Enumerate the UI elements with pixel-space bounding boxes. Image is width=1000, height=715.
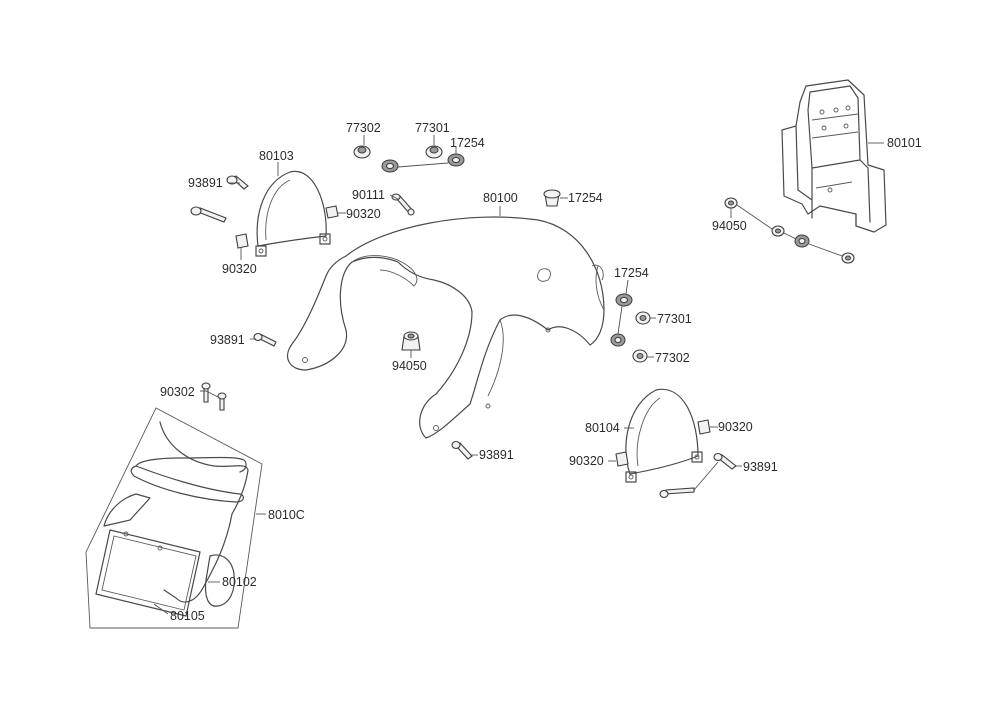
clip-90320-a [325,205,339,219]
part-80101-bracket [781,79,887,233]
label-77302-top: 77302 [346,121,381,135]
washer-right-a [771,225,785,237]
label-93891-bottom: 93891 [479,448,514,462]
leader-right-chain [617,305,623,335]
bolt-93891-bottom [451,440,473,460]
nut-17254-top-right [447,153,465,167]
label-94050-top: 94050 [712,219,747,233]
grommet-77301-right [635,311,651,325]
assembly-8010c-outline [85,407,263,629]
clip-90320-b [235,233,249,249]
label-77301-top: 77301 [415,121,450,135]
label-77302-right: 77302 [655,351,690,365]
plug-17254-mid [543,189,561,207]
part-80100-front-fender [287,216,605,439]
grommet-77302-right [632,349,648,363]
leader-80105 [153,603,169,615]
clip-90320-d [615,451,629,467]
part-80105-license-plate [95,529,201,617]
label-80104: 80104 [585,421,620,435]
label-93891-mid: 93891 [210,333,245,347]
leader-93891-right-chain [693,461,719,491]
screw-90302-a [201,382,211,403]
nut-right-mid [610,333,626,347]
label-80105: 80105 [170,609,205,623]
clip-90320-c [697,419,711,435]
leader-hardware-chain-right [736,204,843,257]
screw-90302-b [217,392,227,411]
leader-17254-right [625,279,629,295]
label-90320-b: 90320 [222,262,257,276]
nut-94050-mid [401,331,421,351]
label-17254-top: 17254 [450,136,485,150]
label-80100: 80100 [483,191,518,205]
part-80104-shield [625,388,703,483]
label-93891-tl: 93891 [188,176,223,190]
nut-right-c [841,252,855,264]
part-80103-shield [255,170,331,257]
nut-94050-right [724,197,738,209]
label-90320-d: 90320 [569,454,604,468]
part-80102-rear-flap [103,421,249,607]
leader-90111 [389,194,399,200]
leader-90302 [200,390,221,399]
nut-right-b [794,234,810,248]
grommet-77302-top [353,145,371,159]
label-77301-right: 77301 [657,312,692,326]
bolt-93891-right [659,452,737,499]
label-80103: 80103 [259,149,294,163]
label-17254-right: 17254 [614,266,649,280]
label-90320-c: 90320 [718,420,753,434]
label-94050-mid: 94050 [392,359,427,373]
nut-17254-top-left [381,159,399,173]
label-80102: 80102 [222,575,257,589]
nut-17254-right [615,293,633,307]
label-90302: 90302 [160,385,195,399]
bolt-left-lower [190,206,227,223]
bolt-93891-mid [253,332,277,347]
leader-17254-top [397,146,457,168]
label-80101: 80101 [887,136,922,150]
grommet-77301-top [425,145,443,159]
label-93891-right: 93891 [743,460,778,474]
label-17254-mid: 17254 [568,191,603,205]
screw-90111 [391,193,415,216]
label-90111: 90111 [352,188,385,202]
label-8010c: 8010C [268,508,305,522]
label-90320-a: 90320 [346,207,381,221]
bolt-93891-tl [226,175,249,190]
